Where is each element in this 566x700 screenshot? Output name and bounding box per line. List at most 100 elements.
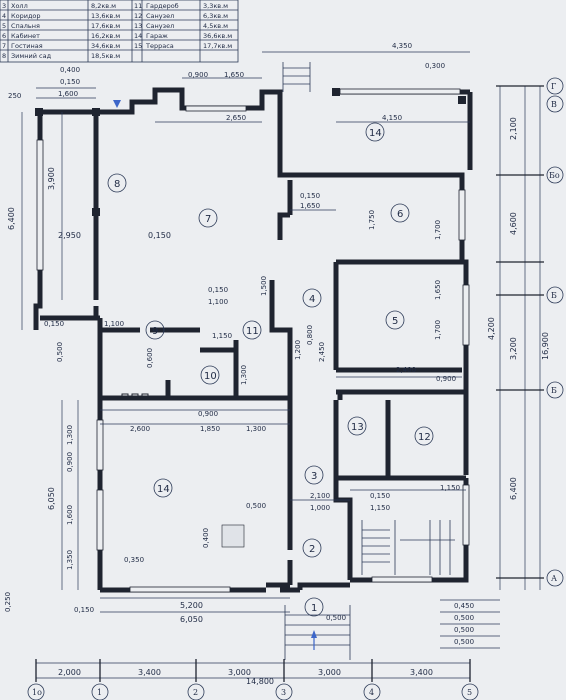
svg-text:1,500: 1,500 xyxy=(260,276,268,296)
svg-text:3,400: 3,400 xyxy=(410,668,433,677)
table-cell: Санузел xyxy=(146,12,174,20)
table-cell: Холл xyxy=(11,2,28,10)
svg-text:1,700: 1,700 xyxy=(434,320,442,340)
svg-text:16,900: 16,900 xyxy=(541,332,550,360)
table-cell: 6,3кв.м xyxy=(203,12,228,20)
svg-text:0,900: 0,900 xyxy=(436,375,456,383)
grid-label-3: 3 xyxy=(281,688,286,697)
table-cell: 7 xyxy=(2,42,6,50)
windows xyxy=(36,88,470,593)
staircase xyxy=(361,520,455,575)
table-cell: 13 xyxy=(134,22,142,30)
svg-text:0,150: 0,150 xyxy=(300,192,320,200)
table-cell: 18,5кв.м xyxy=(91,52,120,60)
room-numbers: 1 2 3 4 5 6 7 8 9 10 11 12 13 14 14 xyxy=(107,122,434,617)
svg-text:0,500: 0,500 xyxy=(246,502,266,510)
svg-text:0,250: 0,250 xyxy=(4,592,12,612)
svg-text:1,300: 1,300 xyxy=(240,365,248,385)
svg-text:3,000: 3,000 xyxy=(318,668,341,677)
svg-text:3,000: 3,000 xyxy=(228,668,251,677)
svg-text:1,700: 1,700 xyxy=(434,220,442,240)
table-cell: Спальня xyxy=(11,22,40,30)
room-11-number: 11 xyxy=(246,326,259,337)
table-cell: 17,7кв.м xyxy=(203,42,232,50)
grid-axes: 1о 1 2 3 4 5 Г В Бо Б Б А xyxy=(27,77,564,700)
svg-text:0,500: 0,500 xyxy=(454,638,474,646)
svg-text:0,300: 0,300 xyxy=(425,62,445,70)
svg-text:0,900: 0,900 xyxy=(66,452,74,472)
room-2-number: 2 xyxy=(309,544,315,555)
svg-text:6,050: 6,050 xyxy=(47,487,56,510)
table-cell: 13,6кв.м xyxy=(91,12,120,20)
svg-text:1,650: 1,650 xyxy=(300,202,320,210)
table-cell: Коридор xyxy=(11,12,41,20)
svg-text:0,350: 0,350 xyxy=(124,556,144,564)
svg-text:4,150: 4,150 xyxy=(382,114,402,122)
svg-text:2,100: 2,100 xyxy=(509,117,518,140)
svg-text:4,350: 4,350 xyxy=(392,42,412,50)
table-cell: 4 xyxy=(2,12,6,20)
room-14-garage-number: 14 xyxy=(157,484,170,495)
dimension-lines xyxy=(21,51,544,682)
table-cell: 17,6кв.м xyxy=(91,22,120,30)
svg-text:14,800: 14,800 xyxy=(246,677,274,686)
table-cell: 16,2кв.м xyxy=(91,32,120,40)
svg-text:250: 250 xyxy=(8,92,21,100)
svg-text:1,000: 1,000 xyxy=(310,504,330,512)
room-14-terrace-number: 14 xyxy=(369,128,382,139)
table-cell: Гостиная xyxy=(11,42,43,50)
grid-label-1o: 1о xyxy=(32,688,42,697)
table-cell: 5 xyxy=(2,22,6,30)
svg-text:2,400: 2,400 xyxy=(396,366,416,374)
svg-text:1,100: 1,100 xyxy=(104,320,124,328)
svg-text:0,400: 0,400 xyxy=(202,528,210,548)
table-cell: 4,5кв.м xyxy=(203,22,228,30)
svg-text:0,900: 0,900 xyxy=(188,71,208,79)
table-cell: 3 xyxy=(2,2,6,10)
svg-text:1,150: 1,150 xyxy=(212,332,232,340)
svg-text:0,600: 0,600 xyxy=(146,348,154,368)
room-5-number: 5 xyxy=(392,316,398,327)
svg-text:1,850: 1,850 xyxy=(200,425,220,433)
grid-label-B1: Б xyxy=(551,291,557,300)
arrow-up-icon xyxy=(311,630,317,638)
svg-text:3,900: 3,900 xyxy=(47,167,56,190)
columns xyxy=(35,88,466,548)
svg-text:6,400: 6,400 xyxy=(7,207,16,230)
svg-text:1,200: 1,200 xyxy=(294,340,302,360)
table-cell: Санузел xyxy=(146,22,174,30)
table-cell: Зимний сад xyxy=(11,52,52,60)
entrance-steps xyxy=(113,62,351,660)
table-cell: 8 xyxy=(2,52,6,60)
grid-label-A: А xyxy=(551,574,557,583)
svg-text:2,100: 2,100 xyxy=(310,492,330,500)
svg-text:0,900: 0,900 xyxy=(198,410,218,418)
grid-label-1: 1 xyxy=(97,688,102,697)
room-8-number: 8 xyxy=(114,179,120,190)
dimension-labels: 2,000 3,400 3,000 3,000 3,400 14,800 6,0… xyxy=(4,42,550,686)
svg-text:1,150: 1,150 xyxy=(440,484,460,492)
table-cell: Гардероб xyxy=(146,2,179,10)
svg-text:4,200: 4,200 xyxy=(487,317,496,340)
svg-text:2,000: 2,000 xyxy=(58,668,81,677)
table-cell: 6 xyxy=(2,32,6,40)
svg-text:0,500: 0,500 xyxy=(454,614,474,622)
svg-text:1,300: 1,300 xyxy=(246,425,266,433)
table-cell: 8,2кв.м xyxy=(91,2,116,10)
room-3-number: 3 xyxy=(311,471,317,482)
svg-text:0,150: 0,150 xyxy=(74,606,94,614)
svg-text:1,150: 1,150 xyxy=(370,504,390,512)
table-cell: Терраса xyxy=(145,42,174,50)
svg-text:1,750: 1,750 xyxy=(368,210,376,230)
table-cell: Гараж xyxy=(146,32,168,40)
grid-label-5: 5 xyxy=(467,688,472,697)
svg-text:0,150: 0,150 xyxy=(370,492,390,500)
grid-label-Bo: Бо xyxy=(549,171,560,180)
svg-text:2,450: 2,450 xyxy=(318,342,326,362)
svg-text:0,500: 0,500 xyxy=(56,342,64,362)
svg-text:5,200: 5,200 xyxy=(180,601,203,610)
svg-text:2,650: 2,650 xyxy=(226,114,246,122)
table-cell: 11 xyxy=(134,2,142,10)
